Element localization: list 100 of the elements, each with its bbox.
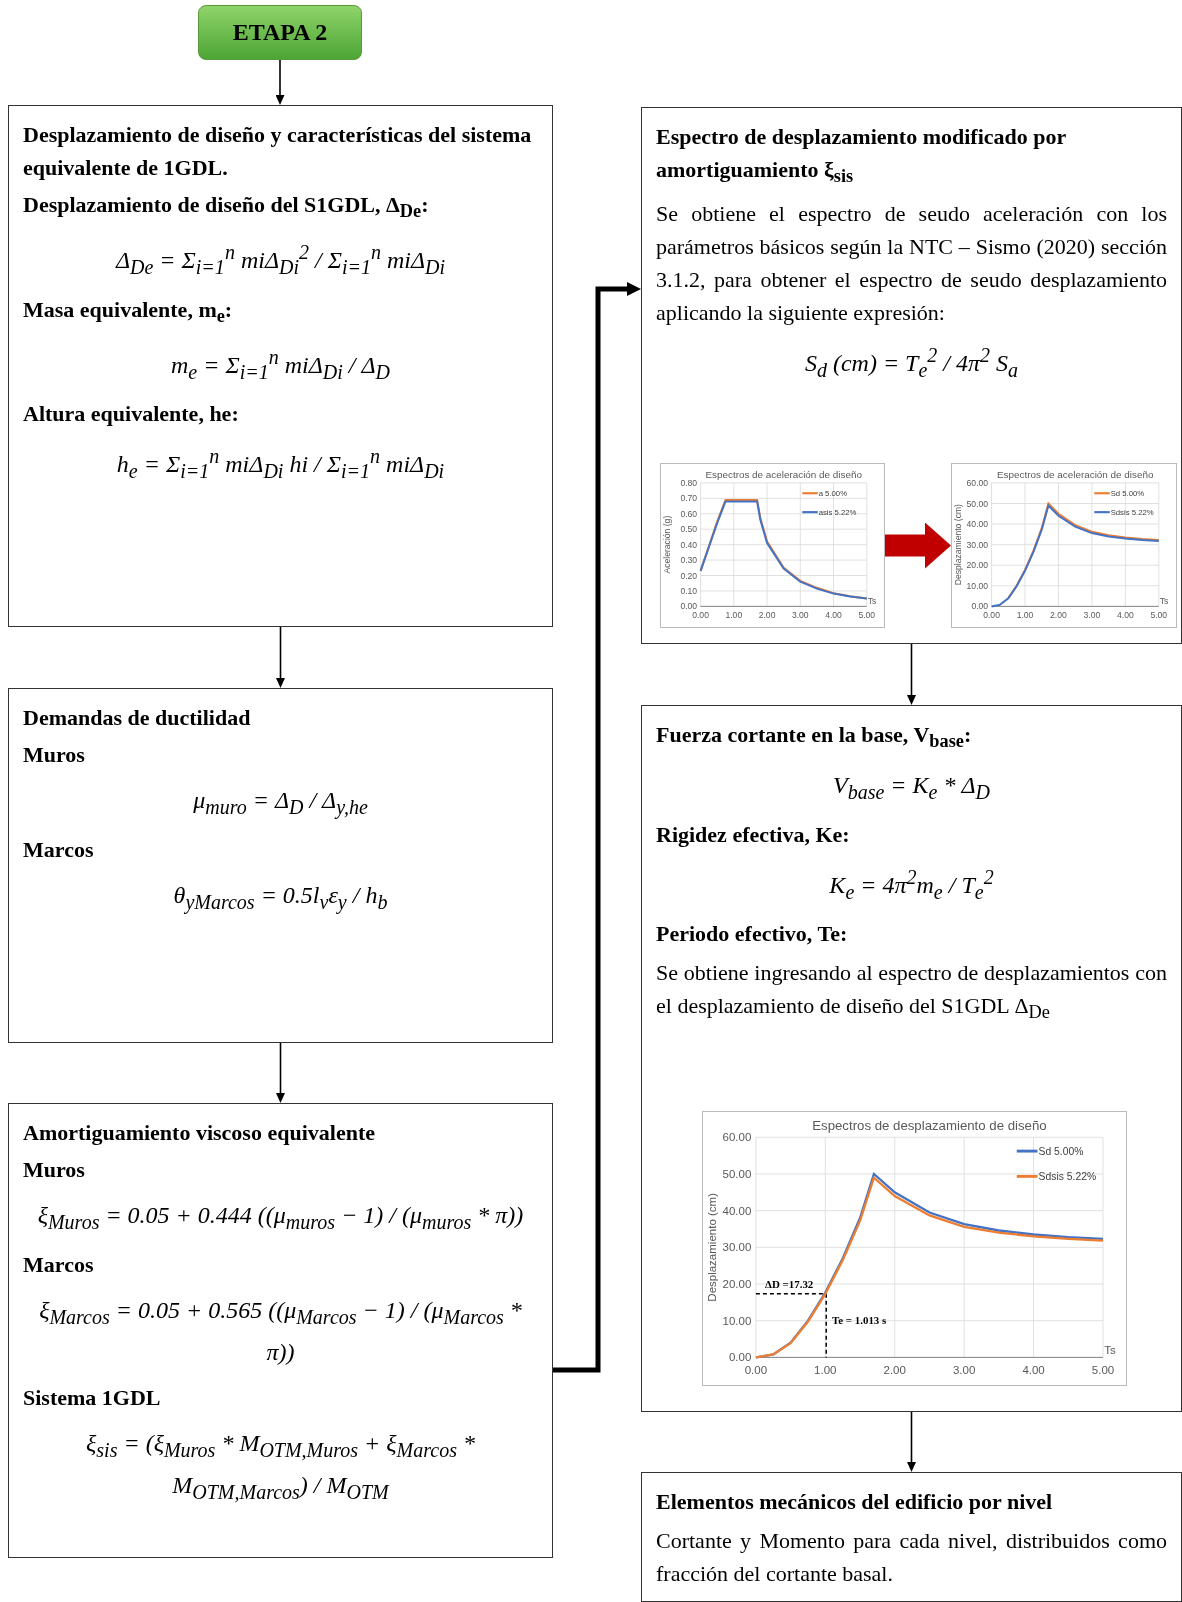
process-box xyxy=(641,705,1182,1412)
tick-label: 5.00 xyxy=(1091,1363,1115,1376)
process-box xyxy=(8,688,553,1043)
formula: ξ$_{Muros}$ = 0.05 + 0.444 ((μ$_{muros}$ − 1) / (μ$_{muros}$ * π)) xyxy=(36,1201,525,1235)
arrow xyxy=(553,282,641,1373)
chart-title: Espectros de aceleración de diseño xyxy=(996,468,1154,480)
process-box xyxy=(641,1472,1182,1602)
legend-label: Sd 5.00% xyxy=(1038,1146,1084,1158)
chart-title: Espectros de aceleración de diseño xyxy=(705,468,862,480)
paragraph: Se obtiene el espectro de seudo aceleración con los parámetros básicos según la NTC – Sismo (2020) sección 3.1.2, para obtener el espectro de seudo desplazamiento aplicando la siguiente expresión: xyxy=(656,199,1167,327)
tick-label: 40.00 xyxy=(722,1204,752,1217)
formula: ξ$_{sis}$ = (ξ$_{Muros}$ * M$_{OTM,Muros}$ + ξ$_{Marcos}$ * M$_{OTM,Marcos}$) / M$_{OTM}$ xyxy=(85,1429,476,1505)
tick-label: 5.00 xyxy=(1150,610,1168,621)
tick-label: 3.00 xyxy=(952,1363,976,1376)
tick-label: 40.00 xyxy=(966,519,989,530)
arrow xyxy=(276,626,285,688)
tick-label: 4.00 xyxy=(1022,1363,1045,1376)
tick-label: 4.00 xyxy=(825,610,842,621)
tick-label: 10.00 xyxy=(722,1314,752,1327)
paragraph: Cortante y Momento para cada nivel, distribuidos como fracción del cortante basal. xyxy=(656,1527,1167,1588)
tick-label: 0.00 xyxy=(728,1351,752,1364)
formula: m$_{e}$ = Σ$_{i=1}$$^{n}$ miΔ$_{Di}$ / Δ$_{D}$ xyxy=(169,344,392,385)
heading: Amortiguamiento viscoso equivalente xyxy=(23,1119,376,1147)
heading: Masa equivalente, m$_{e}$: xyxy=(23,295,234,329)
heading: Periodo efectivo, Te: xyxy=(656,920,849,949)
heading: Muros xyxy=(23,1156,86,1184)
paragraph: Se obtiene ingresando al espectro de desplazamientos con el desplazamiento de diseño del S1GDL Δ$_{De}$ xyxy=(656,959,1167,1025)
heading: Sistema 1GDL xyxy=(23,1384,162,1412)
formula: h$_{e}$ = Σ$_{i=1}$$^{n}$ miΔ$_{Di}$ hi / Σ$_{i=1}$$^{n}$ miΔ$_{Di}$ xyxy=(115,444,446,485)
legend-label: Sdsis 5.22% xyxy=(1038,1171,1097,1183)
formula: μ$_{muro}$ = Δ$_{D}$ / Δ$_{y,he}$ xyxy=(192,786,369,821)
tick-label: 3.00 xyxy=(791,610,809,621)
arrow xyxy=(907,1411,916,1472)
tick-label: 60.00 xyxy=(722,1131,752,1144)
tick-label: 2.00 xyxy=(758,610,776,621)
process-box xyxy=(8,105,553,627)
heading: Fuerza cortante en la base, V$_{base}$: xyxy=(656,721,973,754)
process-box xyxy=(641,107,1182,644)
tick-label: 0.70 xyxy=(680,493,698,504)
process-box xyxy=(8,1103,553,1558)
tick-label: 30.00 xyxy=(722,1241,752,1254)
tick-label: 0.00 xyxy=(744,1363,768,1376)
tick-label: 0.60 xyxy=(680,508,698,519)
annotation: Te = 1.013 s xyxy=(831,1313,887,1326)
heading: Rigidez efectiva, Ke: xyxy=(656,820,851,849)
block-arrow xyxy=(885,522,951,569)
formula: S$_{d}$ (cm) = T$_{e}$$^{2}$ / 4π$^{2}$ S$_{a}$ xyxy=(803,342,1020,383)
tick-label: 1.00 xyxy=(1016,610,1034,621)
tick-label: 0.30 xyxy=(680,555,698,566)
stage-label: ETAPA 2 xyxy=(232,19,328,46)
line-chart xyxy=(951,463,1177,628)
axis-title: Ts xyxy=(1159,595,1169,606)
tick-label: 50.00 xyxy=(966,498,989,509)
tick-label: 0.00 xyxy=(971,601,989,612)
formula: V$_{base}$ = K$_{e}$ * Δ$_{D}$ xyxy=(832,770,991,805)
axis-title: Aceleración (g) xyxy=(662,515,673,574)
tick-label: 3.00 xyxy=(1083,610,1101,621)
tick-label: 20.00 xyxy=(966,560,989,571)
tick-label: 0.40 xyxy=(680,539,698,550)
formula: Δ$_{De}$ = Σ$_{i=1}$$^{n}$ miΔ$_{Di}$$^{2}$ / Σ$_{i=1}$$^{n}$ miΔ$_{Di}$ xyxy=(114,239,447,280)
heading: Desplazamiento de diseño y características del sistema equivalente de 1GDL. xyxy=(23,121,533,182)
axis-title: Ts xyxy=(867,595,877,606)
chart-title: Espectros de desplazamiento de diseño xyxy=(812,1118,1047,1134)
tick-label: 2.00 xyxy=(883,1363,906,1376)
formula: θ$_{yMarcos}$ = 0.5l$_{v}$ε$_{y}$ / h$_{b}$ xyxy=(172,880,389,916)
heading: Desplazamiento de diseño del S1GDL, Δ$_{De}$: xyxy=(23,191,430,224)
tick-label: 1.00 xyxy=(725,610,743,621)
arrow xyxy=(275,59,285,105)
tick-label: 5.00 xyxy=(858,610,876,621)
formula: ξ$_{Marcos}$ = 0.05 + 0.565 ((μ$_{Marcos}$ − 1) / (μ$_{Marcos}$ * π)) xyxy=(38,1295,523,1367)
annotation: ΔD =17.32 xyxy=(765,1278,814,1291)
heading: Elementos mecánicos del edificio por nivel xyxy=(656,1488,1054,1516)
tick-label: 0.50 xyxy=(680,524,698,535)
tick-label: 0.00 xyxy=(680,601,698,612)
stage-badge xyxy=(198,5,362,60)
tick-label: 4.00 xyxy=(1117,610,1134,621)
tick-label: 0.00 xyxy=(983,610,1000,621)
axis-title: Desplazamiento (cm) xyxy=(953,504,964,586)
heading: Altura equivalente, he: xyxy=(23,400,240,429)
heading: Espectro de desplazamiento modificado por amortiguamiento ξ$_{sis}$ xyxy=(656,123,1067,189)
line-chart xyxy=(660,463,885,628)
tick-label: 0.10 xyxy=(680,585,698,596)
axis-title: Desplazamiento (cm) xyxy=(705,1193,718,1302)
arrow xyxy=(907,643,916,705)
arrow xyxy=(276,1042,285,1103)
heading: Marcos xyxy=(23,1250,95,1279)
axis-title: Ts xyxy=(1104,1343,1116,1356)
tick-label: 0.00 xyxy=(692,610,709,621)
tick-label: 10.00 xyxy=(966,580,989,591)
tick-label: 0.80 xyxy=(680,477,698,488)
tick-label: 30.00 xyxy=(966,539,989,550)
heading: Demandas de ductilidad xyxy=(23,704,252,732)
tick-label: 2.00 xyxy=(1050,610,1067,621)
tick-label: 50.00 xyxy=(722,1168,752,1180)
tick-label: 20.00 xyxy=(722,1278,752,1291)
tick-label: 60.00 xyxy=(966,477,989,488)
tick-label: 0.20 xyxy=(680,570,698,581)
heading: Marcos xyxy=(23,835,95,864)
tick-label: 1.00 xyxy=(814,1363,837,1376)
heading: Muros xyxy=(23,741,86,769)
